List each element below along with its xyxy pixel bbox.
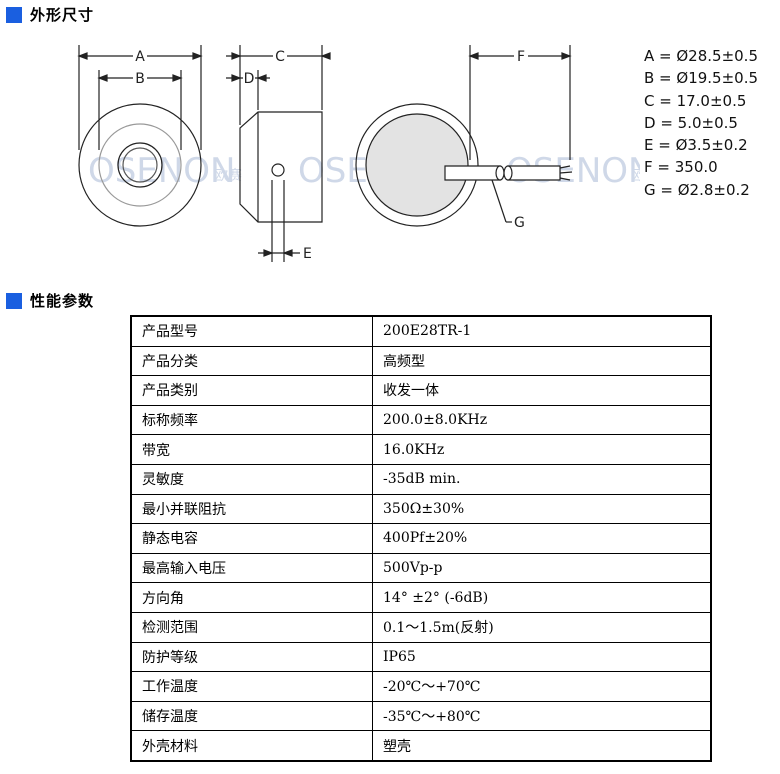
technical-drawing: OSENON 欧赛 OSENON 欧赛 OSENON 欧赛 A B xyxy=(77,45,640,262)
label-bg xyxy=(133,48,147,62)
param-value: 350Ω±30% xyxy=(372,493,712,525)
param-key: 产品型号 xyxy=(130,315,373,347)
param-key: 外壳材料 xyxy=(130,730,373,762)
param-value: IP65 xyxy=(372,641,712,673)
label-bg xyxy=(273,48,287,62)
param-key: 检测范围 xyxy=(130,611,373,643)
param-key: 产品分类 xyxy=(130,345,373,377)
params-title: 性能参数 xyxy=(30,292,95,310)
dimension-a: A = Ø28.5±0.5 xyxy=(644,47,758,65)
param-value: 塑壳 xyxy=(372,730,712,762)
param-value: 200E28TR-1 xyxy=(372,315,712,347)
label-bg xyxy=(514,48,528,62)
dimensions-list: A = Ø28.5±0.5 B = Ø19.5±0.5 C = 17.0±0.5… xyxy=(644,45,758,201)
table-row: 工作温度-20℃～+70℃ xyxy=(130,671,712,702)
table-row: 外壳材料塑壳 xyxy=(130,730,712,762)
table-row: 产品分类高频型 xyxy=(130,345,712,377)
param-value: 200.0±8.0KHz xyxy=(372,404,712,436)
label-b: B xyxy=(135,71,145,87)
label-c: C xyxy=(275,49,285,65)
dimension-d: D = 5.0±0.5 xyxy=(644,113,738,132)
dimension-e: E = Ø3.5±0.2 xyxy=(644,136,748,155)
dimension-f: F = 350.0 xyxy=(644,158,718,177)
dimensions-title: 外形尺寸 xyxy=(30,6,95,24)
param-value: 16.0KHz xyxy=(372,434,712,465)
section-marker-icon xyxy=(6,292,22,309)
param-value: 0.1～1.5m(反射) xyxy=(372,611,712,643)
param-value: 500Vp-p xyxy=(372,552,712,584)
label-bg xyxy=(243,70,255,84)
params-header: 性能参数 xyxy=(6,290,94,311)
label-a: A xyxy=(135,49,145,65)
dimension-c: C = 17.0±0.5 xyxy=(644,91,747,110)
table-row: 灵敏度-35dB min. xyxy=(130,463,712,495)
param-key: 方向角 xyxy=(130,582,373,613)
front-view xyxy=(77,45,203,227)
param-value: 收发一体 xyxy=(372,375,712,406)
dimensions-header: 外形尺寸 xyxy=(6,4,94,25)
watermark-cn-text: 欧赛 xyxy=(632,168,640,184)
param-key: 储存温度 xyxy=(130,700,373,732)
param-key: 灵敏度 xyxy=(130,463,373,495)
dimension-g: G = Ø2.8±0.2 xyxy=(644,180,750,199)
label-g: G xyxy=(514,215,525,231)
label-e: E xyxy=(303,246,312,262)
param-value: -35dB min. xyxy=(372,463,712,495)
param-value: 14° ±2° (-6dB) xyxy=(372,582,712,613)
table-row: 储存温度-35℃～+80℃ xyxy=(130,700,712,732)
param-value: 高频型 xyxy=(372,345,712,377)
label-d: D xyxy=(244,71,255,87)
section-marker-icon xyxy=(6,6,22,23)
param-key: 静态电容 xyxy=(130,523,373,554)
watermark-cn-text: 欧赛 xyxy=(214,168,242,184)
param-key: 防护等级 xyxy=(130,641,373,673)
param-value: 400Pf±20% xyxy=(372,523,712,554)
param-key: 工作温度 xyxy=(130,671,373,702)
label-bg xyxy=(133,70,147,84)
param-key: 最小并联阻抗 xyxy=(130,493,373,525)
param-key: 带宽 xyxy=(130,434,373,465)
param-value: -35℃～+80℃ xyxy=(372,700,712,732)
param-key: 产品类别 xyxy=(130,375,373,406)
label-f: F xyxy=(517,49,525,65)
param-key: 最高输入电压 xyxy=(130,552,373,584)
param-value: -20℃～+70℃ xyxy=(372,671,712,702)
param-key: 标称频率 xyxy=(130,404,373,436)
table-row: 产品类别收发一体 xyxy=(130,375,712,406)
dimension-b: B = Ø19.5±0.5 xyxy=(644,69,759,88)
back-view xyxy=(355,45,573,227)
